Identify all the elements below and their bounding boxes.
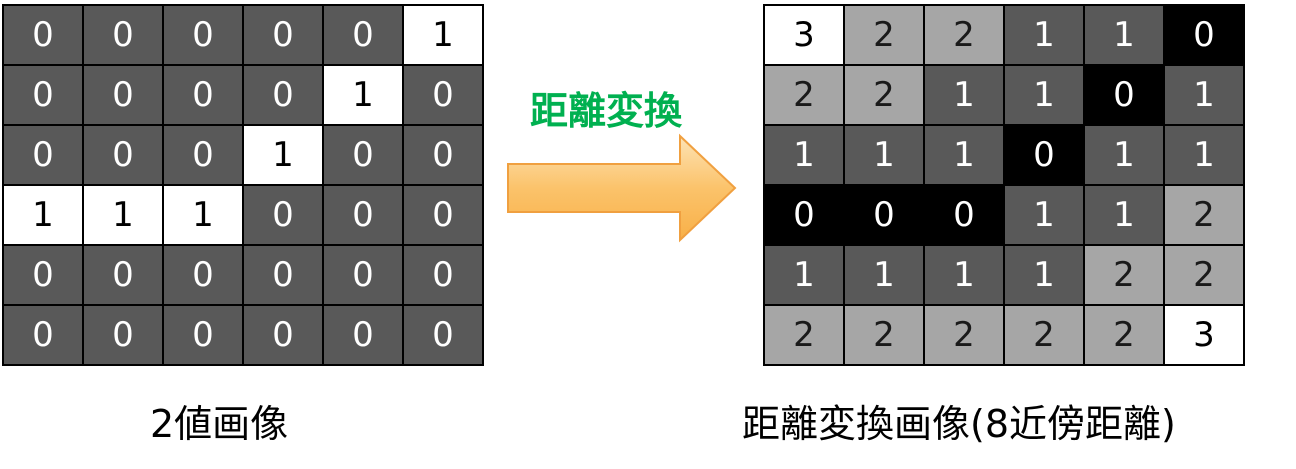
binary-cell: 0 [404, 66, 484, 126]
distance-cell: 1 [925, 126, 1005, 186]
binary-cell: 0 [164, 6, 244, 66]
distance-cell: 0 [925, 186, 1005, 246]
binary-cell: 0 [84, 126, 164, 186]
binary-cell: 0 [4, 246, 84, 306]
binary-cell: 1 [244, 126, 324, 186]
binary-cell: 0 [84, 66, 164, 126]
distance-cell: 0 [1165, 6, 1245, 66]
binary-cell: 0 [164, 126, 244, 186]
binary-cell: 1 [4, 186, 84, 246]
distance-cell: 1 [1165, 66, 1245, 126]
distance-cell: 2 [925, 6, 1005, 66]
binary-cell: 1 [84, 186, 164, 246]
binary-cell: 0 [244, 6, 324, 66]
binary-cell: 0 [164, 246, 244, 306]
binary-cell: 0 [404, 186, 484, 246]
binary-cell: 0 [4, 306, 84, 366]
distance-cell: 1 [1085, 186, 1165, 246]
binary-cell: 0 [324, 126, 404, 186]
binary-cell: 0 [324, 186, 404, 246]
binary-cell: 1 [324, 66, 404, 126]
binary-cell: 1 [164, 186, 244, 246]
distance-cell: 0 [765, 186, 845, 246]
transform-label: 距離変換 [530, 89, 683, 133]
distance-cell: 2 [1005, 306, 1085, 366]
binary-cell: 0 [244, 306, 324, 366]
distance-cell: 1 [845, 246, 925, 306]
distance-cell: 0 [845, 186, 925, 246]
distance-cell: 1 [1085, 6, 1165, 66]
binary-cell: 0 [84, 246, 164, 306]
distance-cell: 1 [925, 66, 1005, 126]
distance-cell: 1 [1005, 6, 1085, 66]
distance-cell: 1 [765, 246, 845, 306]
distance-cell: 2 [1085, 246, 1165, 306]
distance-cell: 1 [1005, 186, 1085, 246]
distance-cell: 1 [1005, 66, 1085, 126]
binary-cell: 0 [324, 306, 404, 366]
distance-cell: 1 [845, 126, 925, 186]
binary-cell: 0 [84, 6, 164, 66]
distance-cell: 0 [1085, 66, 1165, 126]
distance-cell: 1 [1085, 126, 1165, 186]
distance-image-caption: 距離変換画像(8近傍距離) [742, 402, 1176, 446]
binary-cell: 0 [404, 126, 484, 186]
distance-cell: 2 [1085, 306, 1165, 366]
distance-cell: 2 [925, 306, 1005, 366]
binary-cell: 0 [164, 306, 244, 366]
distance-cell: 3 [765, 6, 845, 66]
distance-cell: 2 [765, 306, 845, 366]
distance-cell: 2 [1165, 246, 1245, 306]
binary-cell: 1 [404, 6, 484, 66]
binary-cell: 0 [84, 306, 164, 366]
binary-cell: 0 [244, 186, 324, 246]
right-arrow-icon [507, 133, 737, 243]
binary-cell: 0 [324, 6, 404, 66]
distance-cell: 0 [1005, 126, 1085, 186]
binary-cell: 0 [4, 126, 84, 186]
binary-cell: 0 [404, 246, 484, 306]
binary-cell: 0 [4, 6, 84, 66]
distance-cell: 3 [1165, 306, 1245, 366]
distance-cell: 2 [1165, 186, 1245, 246]
binary-cell: 0 [244, 66, 324, 126]
distance-cell: 2 [845, 306, 925, 366]
distance-cell: 2 [765, 66, 845, 126]
binary-cell: 0 [244, 246, 324, 306]
binary-cell: 0 [404, 306, 484, 366]
binary-cell: 0 [324, 246, 404, 306]
distance-cell: 2 [845, 66, 925, 126]
distance-cell: 1 [925, 246, 1005, 306]
binary-cell: 0 [164, 66, 244, 126]
distance-cell: 1 [1165, 126, 1245, 186]
distance-cell: 2 [845, 6, 925, 66]
distance-cell: 1 [765, 126, 845, 186]
binary-image-caption: 2値画像 [150, 402, 289, 446]
binary-cell: 0 [4, 66, 84, 126]
distance-cell: 1 [1005, 246, 1085, 306]
